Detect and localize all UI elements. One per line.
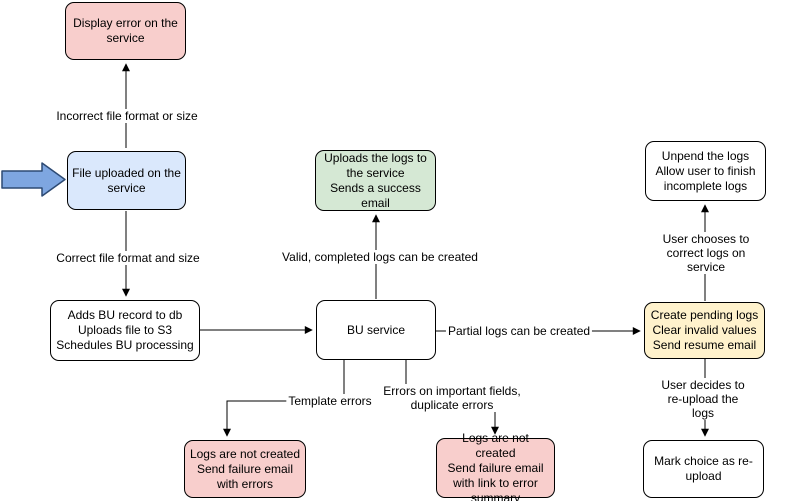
- node-logs-not-created-errors: Logs are not created Send failure email …: [184, 440, 306, 498]
- edge-label-user-reuploads: User decides to re-upload the logs: [654, 378, 752, 420]
- edge-label-user-corrects: User chooses to correct logs on service: [658, 232, 754, 274]
- edge-label-template-errors: Template errors: [286, 394, 374, 408]
- input-arrow-icon: [1, 162, 66, 197]
- edge-label-incorrect-format: Incorrect file format or size: [54, 109, 200, 123]
- edge-label-partial-logs: Partial logs can be created: [445, 324, 593, 338]
- node-mark-reupload: Mark choice as re- upload: [643, 440, 764, 498]
- edge-template-errors: [223, 360, 345, 437]
- node-file-uploaded: File uploaded on the service: [67, 151, 186, 210]
- node-adds-bu-record: Adds BU record to db Uploads file to S3 …: [50, 300, 200, 361]
- node-create-pending: Create pending logs Clear invalid values…: [644, 302, 765, 359]
- node-logs-not-created-summary: Logs are not created Send failure email …: [436, 431, 555, 501]
- node-unpend-logs: Unpend the logs Allow user to finish inc…: [645, 141, 766, 201]
- edge-label-valid-logs: Valid, completed logs can be created: [280, 250, 480, 264]
- node-bu-service: BU service: [316, 300, 436, 360]
- node-display-error: Display error on the service: [65, 2, 186, 60]
- edge-label-correct-format: Correct file format and size: [54, 251, 202, 265]
- node-upload-success: Uploads the logs to the service Sends a …: [315, 150, 436, 211]
- edge-label-field-errors: Errors on important fields, duplicate er…: [381, 384, 523, 412]
